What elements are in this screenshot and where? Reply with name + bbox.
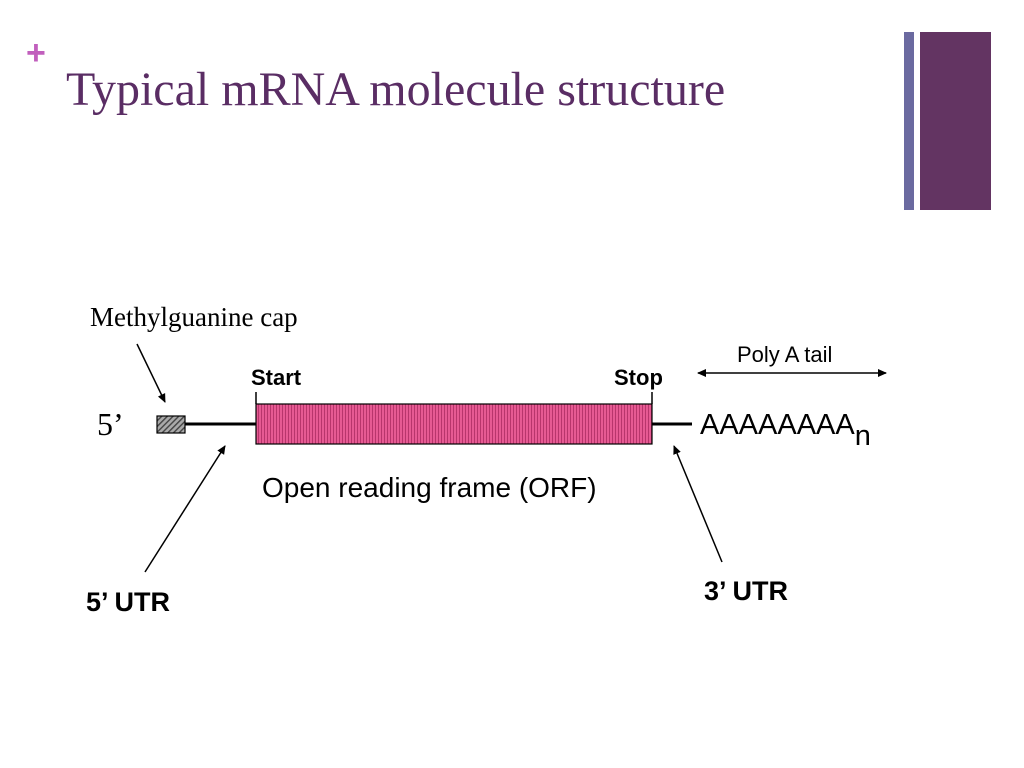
cap-pointer-arrow	[136, 343, 166, 403]
five-prime-utr-label: 5’ UTR	[86, 587, 170, 617]
orf-label: Open reading frame (ORF)	[262, 472, 597, 503]
open-reading-frame-box	[255, 403, 653, 445]
poly-a-sequence-text: AAAAAAAA	[700, 409, 855, 441]
three-prime-utr-label: 3’ UTR	[704, 576, 788, 606]
five-prime-label: 5’	[97, 406, 124, 442]
title-plus-mark: +	[26, 34, 46, 72]
start-label: Start	[251, 365, 302, 390]
methylguanine-cap-box	[156, 415, 186, 434]
five-prime-utr-arrow	[144, 445, 226, 573]
methylguanine-cap-label: Methylguanine cap	[90, 302, 298, 332]
poly-a-tail-label: Poly A tail	[737, 342, 832, 367]
slide-title: Typical mRNA molecule structure	[66, 63, 726, 116]
decorative-bar-thick	[920, 32, 991, 210]
poly-a-sequence: AAAAAAAAn	[700, 409, 871, 452]
stop-label: Stop	[614, 365, 663, 390]
three-prime-utr-arrow	[673, 445, 723, 563]
poly-a-subscript: n	[855, 420, 871, 452]
decorative-bar-thin	[904, 32, 914, 210]
